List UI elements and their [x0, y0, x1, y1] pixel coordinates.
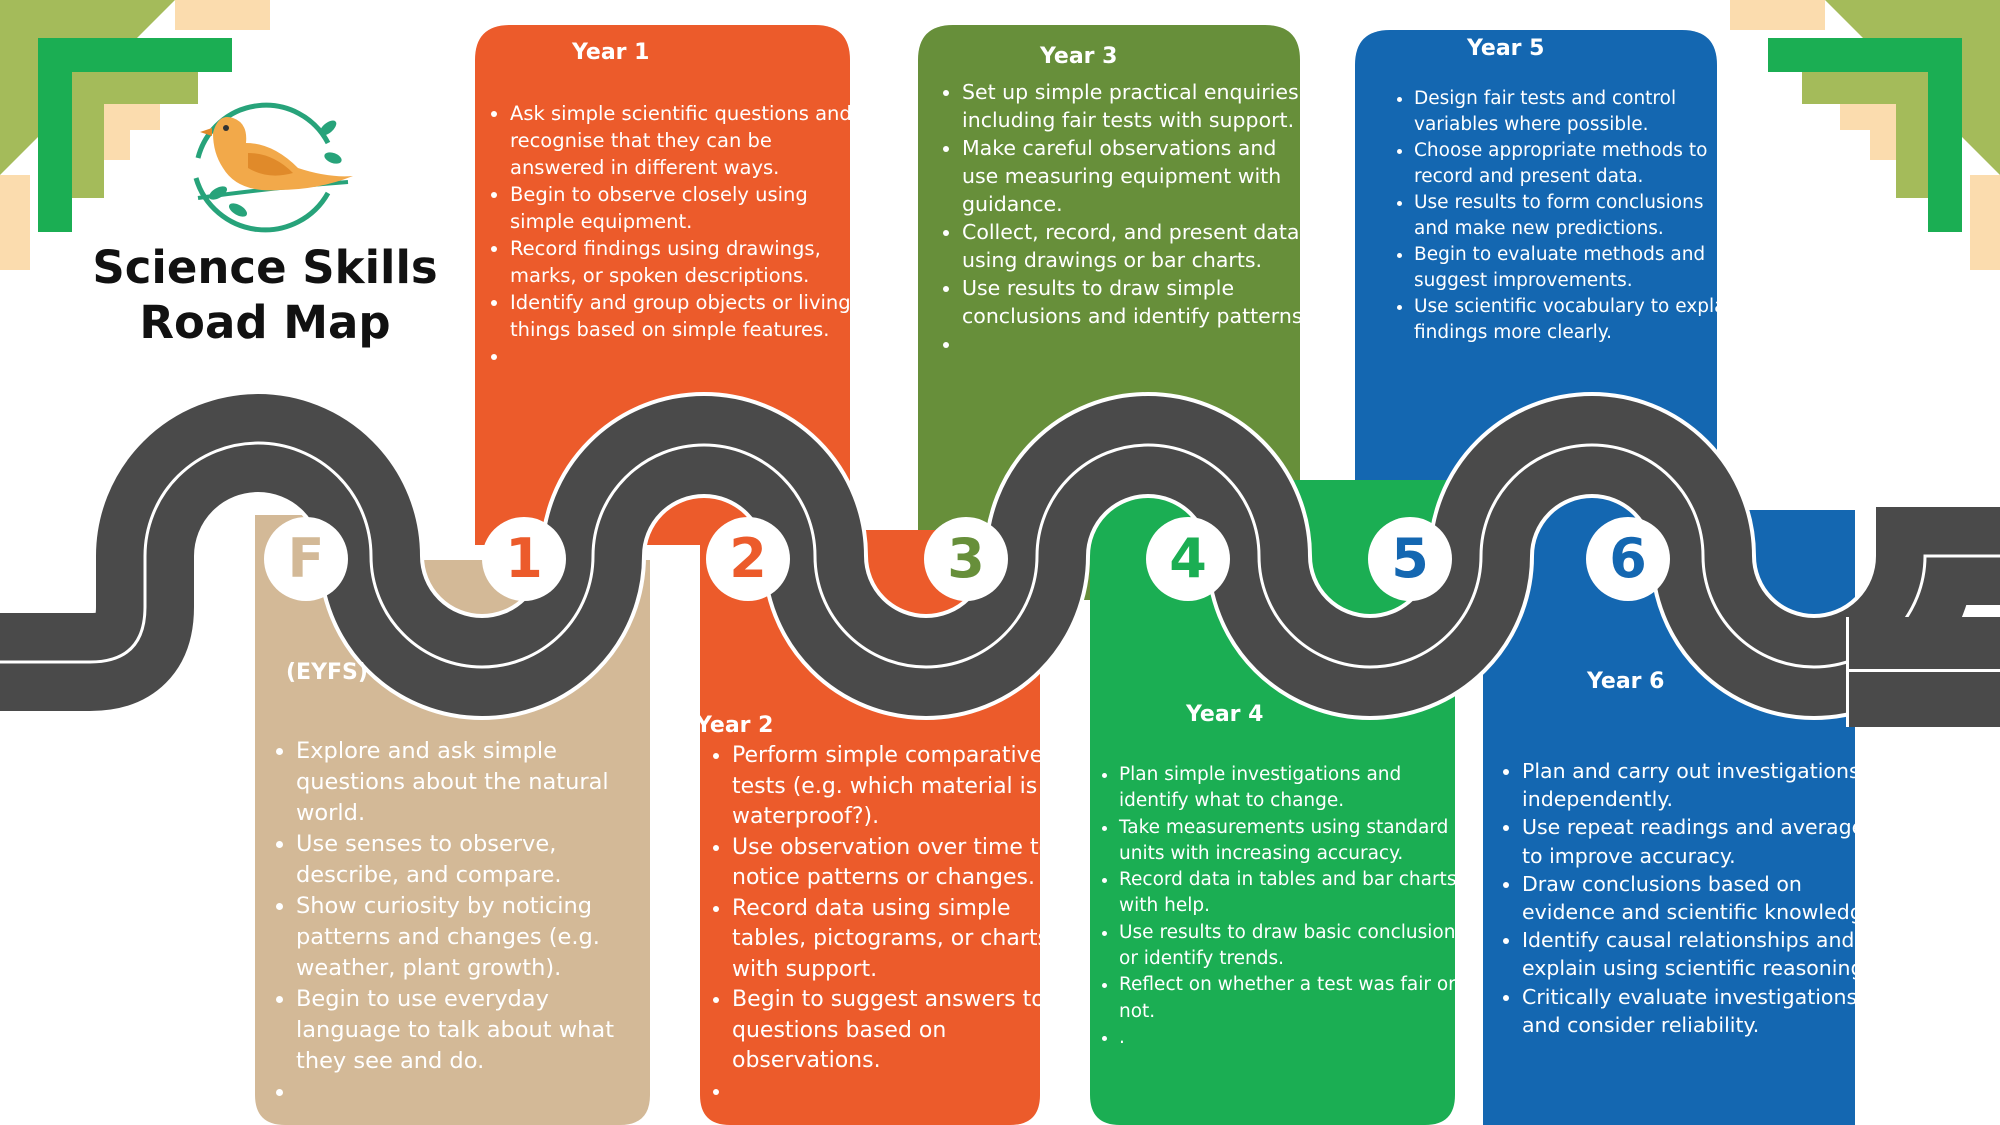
year6-point: Critically evaluate investigations and c…	[1522, 983, 1890, 1039]
year5-points: Design fair tests and control variables …	[1380, 86, 1744, 346]
year4-title: Year 4	[1186, 702, 1264, 727]
bird-on-branch-icon	[193, 102, 353, 233]
corner-top-right	[1730, 0, 2000, 270]
year3-point: Collect, record, and present data using …	[962, 218, 1317, 274]
stage-marker-5: 5	[1368, 517, 1452, 601]
year4-point: Plan simple investigations and identify …	[1119, 762, 1469, 815]
year1-point: Begin to observe closely using simple eq…	[510, 181, 865, 235]
stage-marker-6: 6	[1586, 517, 1670, 601]
stage-marker-1: 1	[482, 517, 566, 601]
year1-point: Record findings using drawings, marks, o…	[510, 235, 865, 289]
year4-point: Reflect on whether a test was fair or no…	[1119, 972, 1469, 1025]
year6-point: Use repeat readings and averages to impr…	[1522, 813, 1890, 869]
year2-point: Record data using simple tables, pictogr…	[732, 894, 1072, 986]
year1-title: Year 1	[572, 40, 650, 65]
year1-points: Ask simple scientific questions and reco…	[476, 100, 865, 370]
title-line-1: Science Skills	[92, 241, 438, 294]
year2-title: Year 2	[696, 713, 774, 738]
year6-point: Draw conclusions based on evidence and s…	[1522, 870, 1890, 926]
title-line-2: Road Map	[139, 296, 391, 349]
year4-point: Use results to draw basic conclusions or…	[1119, 920, 1469, 973]
year3-point: Use results to draw simple conclusions a…	[962, 274, 1317, 330]
stage-marker-2: 2	[706, 517, 790, 601]
year4-point: Take measurements using standard units w…	[1119, 815, 1469, 868]
year4-points: Plan simple investigations and identify …	[1085, 762, 1469, 1051]
eyfs-point	[296, 1077, 646, 1108]
page-title: Science Skills Road Map	[80, 240, 450, 350]
eyfs-point: Begin to use everyday language to talk a…	[296, 984, 646, 1077]
year2-points: Perform simple comparative tests (e.g. w…	[698, 741, 1072, 1107]
year6-point: Identify causal relationships and explai…	[1522, 926, 1890, 982]
year6-point: Plan and carry out investigations indepe…	[1522, 757, 1890, 813]
year4-point: Record data in tables and bar charts wit…	[1119, 867, 1469, 920]
year5-point: Begin to evaluate methods and suggest im…	[1414, 242, 1744, 294]
eyfs-point: Use senses to observe, describe, and com…	[296, 829, 646, 891]
year6-title: Year 6	[1587, 669, 1665, 694]
year2-point	[732, 1077, 1072, 1107]
year3-point: Make careful observations and use measur…	[962, 134, 1317, 218]
eyfs-title: (EYFS)	[286, 660, 368, 685]
year2-point: Perform simple comparative tests (e.g. w…	[732, 741, 1072, 833]
year2-point: Use observation over time to notice patt…	[732, 833, 1072, 894]
year5-point: Use results to form conclusions and make…	[1414, 190, 1744, 242]
stage-marker-3: 3	[924, 517, 1008, 601]
year1-point	[510, 343, 865, 370]
stage-marker-4: 4	[1146, 517, 1230, 601]
year3-title: Year 3	[1040, 44, 1118, 69]
corner-top-left	[0, 0, 270, 270]
year2-point: Begin to suggest answers to questions ba…	[732, 985, 1072, 1077]
year1-point: Identify and group objects or living thi…	[510, 289, 865, 343]
year4-point: .	[1119, 1025, 1469, 1051]
eyfs-point: Show curiosity by noticing patterns and …	[296, 891, 646, 984]
eyfs-points: Explore and ask simple questions about t…	[262, 736, 646, 1108]
year1-point: Ask simple scientific questions and reco…	[510, 100, 865, 181]
eyfs-point: Explore and ask simple questions about t…	[296, 736, 646, 829]
year3-points: Set up simple practical enquiries, inclu…	[928, 78, 1317, 358]
year5-point: Use scientific vocabulary to explain fin…	[1414, 294, 1744, 346]
year5-point: Choose appropriate methods to record and…	[1414, 138, 1744, 190]
year5-point: Design fair tests and control variables …	[1414, 86, 1744, 138]
stage-marker-f: F	[264, 517, 348, 601]
year5-title: Year 5	[1467, 36, 1545, 61]
year3-point: Set up simple practical enquiries, inclu…	[962, 78, 1317, 134]
year3-point	[962, 330, 1317, 358]
year6-points: Plan and carry out investigations indepe…	[1488, 757, 1890, 1039]
